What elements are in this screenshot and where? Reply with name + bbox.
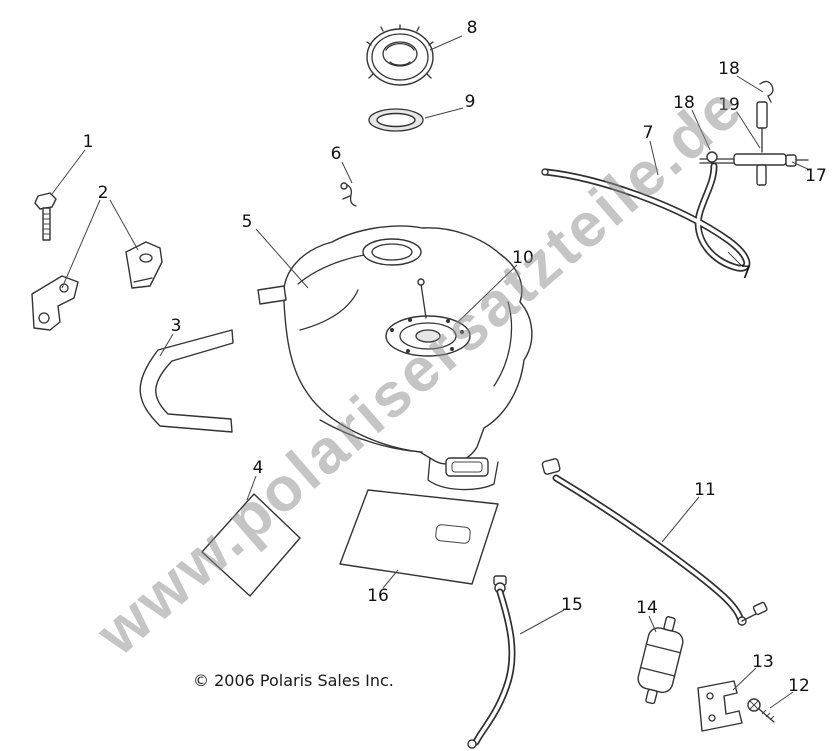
- callout-16: 16: [367, 586, 389, 606]
- fuel-cap-drawing: [366, 24, 434, 86]
- callout-2: 2: [98, 183, 109, 203]
- callout-7-right: 7: [741, 263, 752, 283]
- clamp-drawing: [340, 182, 357, 207]
- fuel-line-drawing: [541, 458, 768, 626]
- copyright-text: © 2006 Polaris Sales Inc.: [193, 671, 394, 690]
- filler-gasket-drawing: [368, 108, 424, 132]
- callout-9: 9: [465, 92, 476, 112]
- tank-mat-drawing: [339, 489, 499, 585]
- callout-6: 6: [331, 144, 342, 164]
- screw-drawing: [747, 698, 775, 723]
- leader-lines: [51, 35, 811, 709]
- fuel-hose-drawing: [467, 575, 516, 749]
- callout-10: 10: [512, 248, 534, 268]
- hose-fittings-drawing: [699, 80, 809, 186]
- callout-5: 5: [242, 212, 253, 232]
- callout-18-mid: 18: [673, 93, 695, 113]
- callouts: 1 2 3 4 5 6 7 7 8 9 10 11 12 13 14 15 16…: [83, 18, 827, 696]
- callout-4: 4: [253, 458, 264, 478]
- callout-8: 8: [467, 18, 478, 38]
- callout-11: 11: [694, 480, 716, 500]
- callout-1: 1: [83, 132, 94, 152]
- filter-bracket-drawing: [697, 680, 743, 732]
- callout-7-top: 7: [643, 123, 654, 143]
- fuel-tank-drawing: [257, 225, 533, 491]
- foam-pad-drawing: [201, 493, 301, 597]
- tank-strap-drawing: [139, 329, 234, 433]
- mount-brackets-drawing: [31, 241, 163, 331]
- callout-18-top: 18: [718, 59, 740, 79]
- callout-19: 19: [718, 95, 740, 115]
- fuel-pump-drawing: [385, 278, 471, 357]
- mount-bolt-drawing: [34, 192, 57, 241]
- callout-13: 13: [752, 652, 774, 672]
- callout-17: 17: [805, 166, 827, 186]
- vent-hose-drawing: [541, 162, 751, 272]
- fuel-filter-drawing: [637, 616, 684, 705]
- callout-15: 15: [561, 595, 583, 615]
- callout-3: 3: [171, 316, 182, 336]
- callout-14: 14: [636, 598, 658, 618]
- callout-12: 12: [788, 676, 810, 696]
